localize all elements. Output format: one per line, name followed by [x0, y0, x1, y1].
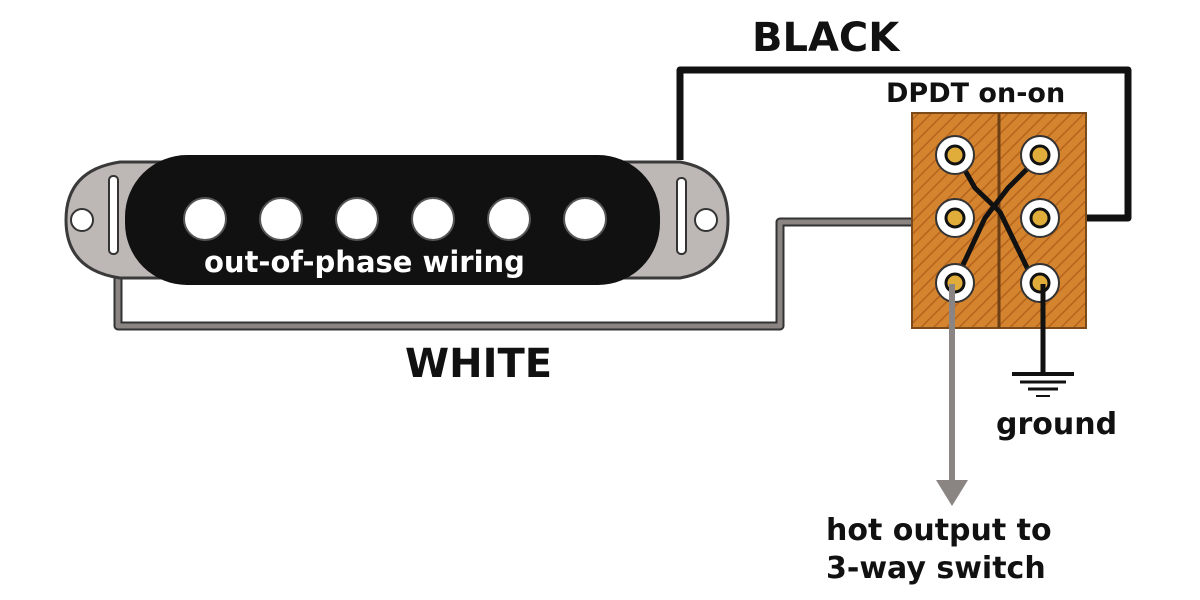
- switch-lug: [1020, 198, 1060, 238]
- pickup-cover: [125, 155, 660, 285]
- hot-output-arrow: [936, 480, 968, 506]
- hot-output-label: hot output to 3-way switch: [826, 512, 1052, 588]
- ground-symbol: [1012, 372, 1074, 397]
- white-wire-core: [115, 219, 930, 329]
- black-wire-label: BLACK: [752, 15, 900, 61]
- pole-piece: [487, 197, 531, 241]
- pickup: [64, 155, 730, 285]
- switch-lug: [935, 198, 975, 238]
- left-eyelet: [108, 175, 119, 255]
- switch-lug: [1020, 135, 1060, 175]
- pole-piece: [183, 197, 227, 241]
- switch-label: DPDT on-on: [886, 78, 1066, 109]
- pole-pieces: [183, 197, 607, 241]
- left-mounting-hole: [70, 208, 94, 232]
- crossover-jumper-1: [955, 156, 1037, 284]
- pole-piece: [335, 197, 379, 241]
- white-wire-label: WHITE: [405, 341, 553, 387]
- switch-lug: [1020, 263, 1060, 303]
- dpdt-switch: [911, 112, 1087, 329]
- pickup-caption: out-of-phase wiring: [204, 245, 525, 279]
- pole-piece: [259, 197, 303, 241]
- switch-lug: [935, 135, 975, 175]
- ground-label: ground: [996, 407, 1118, 442]
- hot-output-label-line2: 3-way switch: [826, 551, 1046, 586]
- hot-output-label-line1: hot output to: [826, 513, 1052, 548]
- pole-piece: [563, 197, 607, 241]
- black-wire: [676, 66, 1132, 222]
- crossover-jumper-2: [952, 156, 1040, 284]
- right-mounting-hole: [694, 208, 718, 232]
- pole-piece: [411, 197, 455, 241]
- right-eyelet: [676, 177, 687, 255]
